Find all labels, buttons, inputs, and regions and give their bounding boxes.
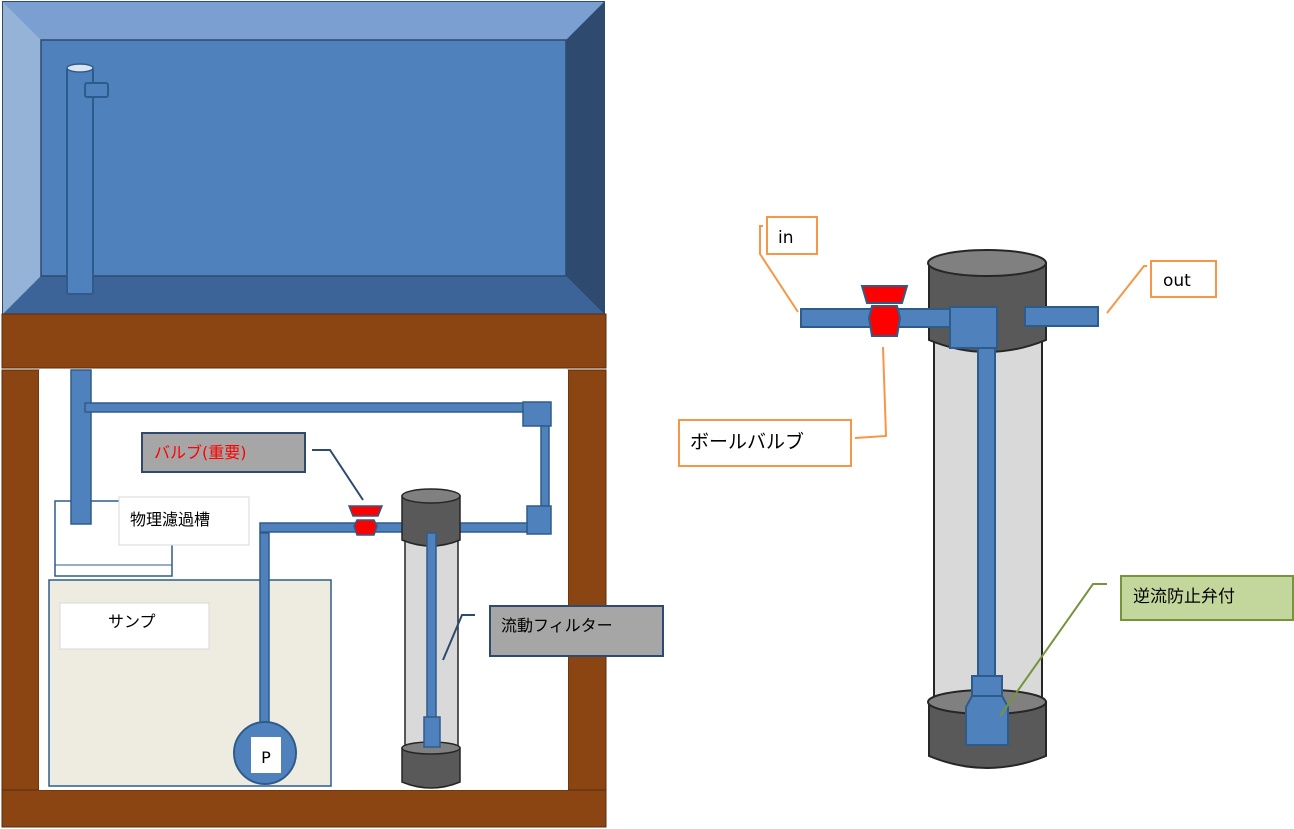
fluid-filter-callout: 流動フィルター — [442, 605, 664, 661]
out-pipe — [1024, 306, 1099, 327]
fluid-filter-detail — [927, 249, 1047, 769]
valve-callout: バルブ(重要) — [141, 432, 364, 501]
check-valve-callout: 逆流防止弁付 — [999, 575, 1294, 717]
in-callout: in — [759, 216, 818, 313]
drain-pipe — [70, 369, 92, 525]
aquarium-tank — [2, 1, 605, 315]
return-plumbing — [84, 401, 552, 535]
ball-valve-large — [860, 285, 909, 337]
sump-text: サンプ — [108, 612, 156, 631]
pump-label: P — [261, 748, 271, 767]
check-valve-text: 逆流防止弁付 — [1133, 587, 1235, 607]
ball-valve-callout: ボールバルブ — [678, 346, 888, 467]
in-text: in — [778, 228, 794, 248]
fluid-filter-text: 流動フィルター — [501, 616, 613, 635]
out-callout: out — [1106, 260, 1217, 314]
overflow-pipe — [66, 63, 109, 295]
sump-label: サンプ — [59, 602, 210, 650]
pump: P — [233, 721, 297, 785]
physical-filter-label: 物理濾過槽 — [118, 496, 250, 546]
valve-small — [347, 505, 384, 536]
out-text: out — [1163, 271, 1191, 291]
valve-important-text: バルブ(重要) — [154, 443, 247, 462]
ball-valve-text: ボールバルブ — [690, 430, 804, 453]
physical-filter-text: 物理濾過槽 — [130, 510, 210, 529]
